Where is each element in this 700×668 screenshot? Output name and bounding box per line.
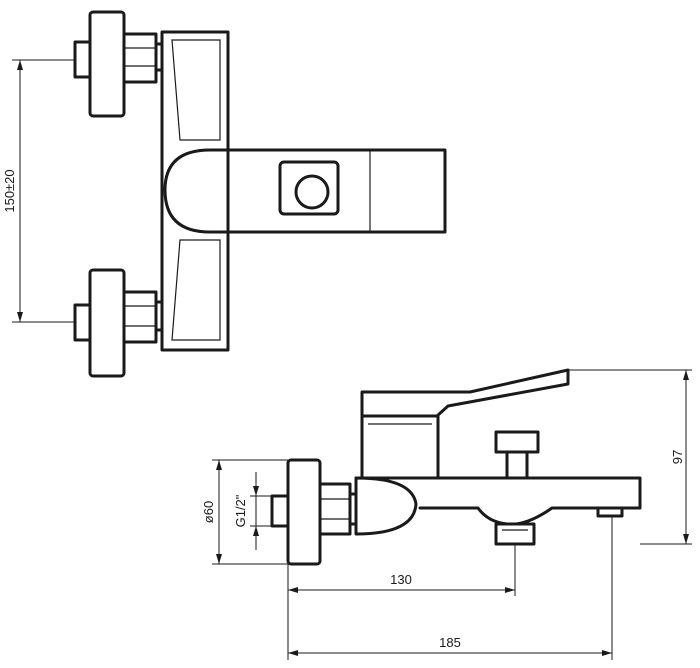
top-lower-inlet — [73, 268, 164, 378]
dim-label-overall-length: 185 — [439, 635, 461, 650]
front-view: 97 ø60 G1/2" 130 — [201, 368, 692, 660]
dim-label-height: 97 — [670, 450, 685, 464]
dim-spout-reach: 130 — [287, 544, 516, 660]
top-spout — [226, 148, 447, 234]
dim-inlet-diameter: ø60 — [201, 459, 288, 565]
front-diverter-knob — [494, 430, 540, 480]
top-mixer-body — [160, 30, 230, 352]
dim-overall-length: 185 — [288, 516, 613, 660]
top-upper-inlet — [73, 10, 164, 118]
dim-inlet-spacing: 150±20 — [2, 59, 75, 323]
front-lever-handle — [360, 368, 570, 418]
dim-height: 97 — [568, 369, 692, 545]
dim-label-spout-reach: 130 — [390, 572, 412, 587]
front-body-spout — [354, 476, 642, 546]
dim-thread: G1/2" — [233, 472, 272, 550]
dim-label-inlet-diameter: ø60 — [201, 501, 216, 523]
dim-label-thread: G1/2" — [233, 494, 248, 527]
top-view: 150±20 — [2, 10, 447, 378]
front-cartridge — [360, 414, 440, 480]
dim-label-inlet-spacing: 150±20 — [2, 169, 17, 212]
front-inlet — [270, 458, 358, 566]
